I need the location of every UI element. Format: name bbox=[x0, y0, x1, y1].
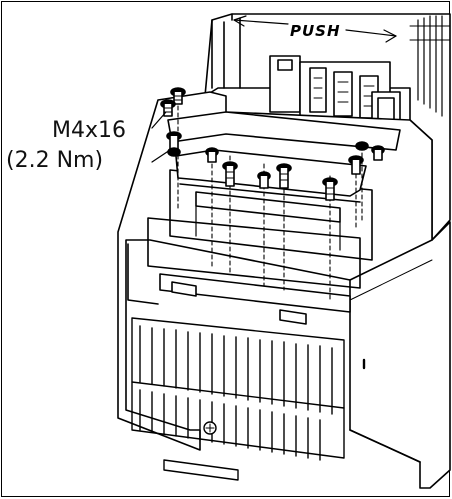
cover-plate bbox=[175, 149, 367, 251]
screw bbox=[166, 131, 182, 151]
screw bbox=[205, 147, 219, 163]
inner-tray bbox=[127, 111, 401, 313]
screw bbox=[222, 161, 238, 187]
screw bbox=[322, 177, 338, 201]
screws bbox=[160, 87, 385, 201]
screw bbox=[276, 163, 292, 189]
tray-tabs bbox=[171, 281, 307, 325]
screw bbox=[257, 171, 271, 189]
vent-grille bbox=[131, 317, 345, 481]
callout-leaders bbox=[151, 111, 171, 163]
screw bbox=[348, 155, 364, 175]
screw-torque-label: (2.2 Nm) bbox=[6, 148, 104, 173]
screw bbox=[167, 147, 181, 157]
screw bbox=[170, 87, 186, 105]
screw-size-label: M4x16 bbox=[52, 118, 126, 143]
screw bbox=[160, 99, 176, 117]
push-label: PUSH bbox=[290, 22, 341, 40]
screw bbox=[371, 145, 385, 161]
screw bbox=[355, 141, 369, 151]
push-arrow-band: PUSH bbox=[233, 15, 397, 43]
